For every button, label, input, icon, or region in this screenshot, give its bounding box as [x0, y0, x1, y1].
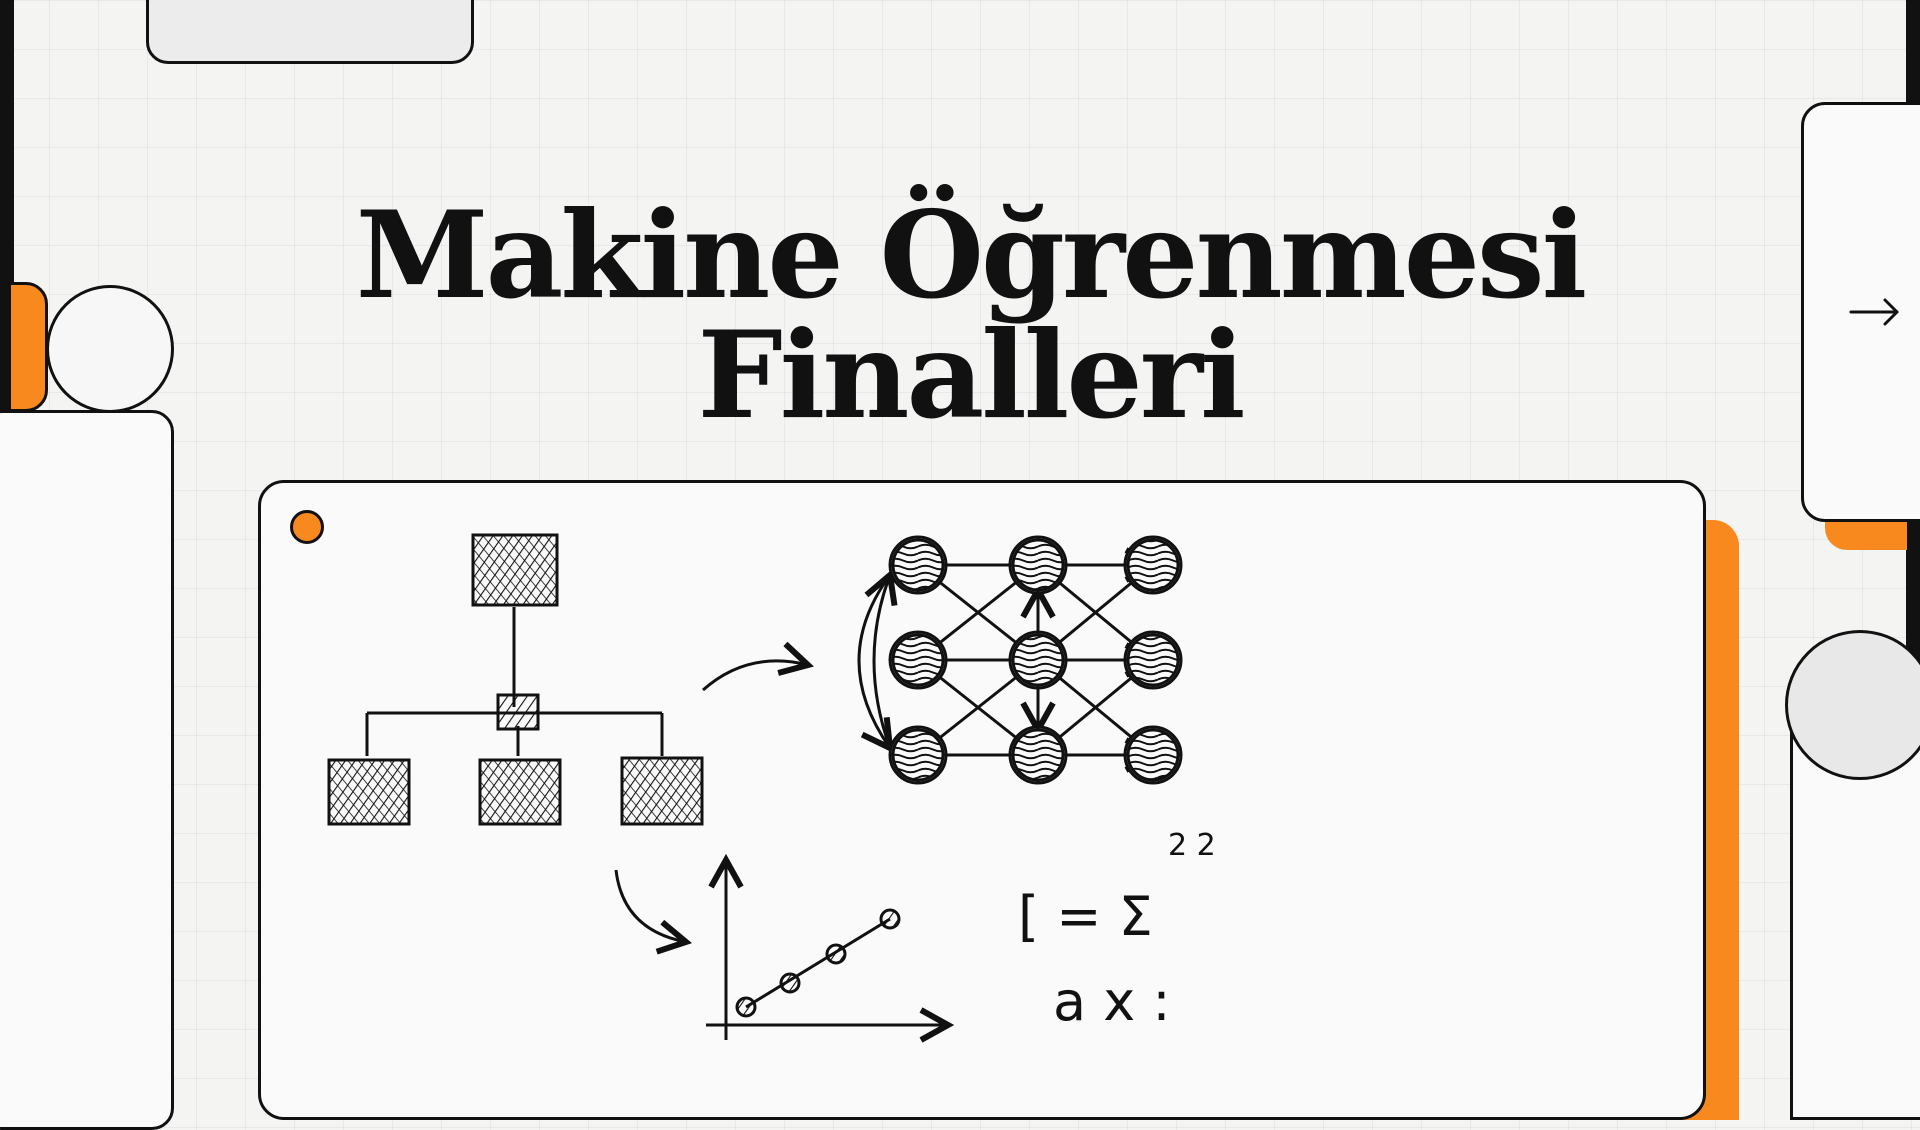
formula-sketch: [ = Σ 2 2 a x :: [1018, 828, 1216, 1033]
top-decorative-card: [146, 0, 474, 64]
ml-sketch-illustration: [ = Σ 2 2 a x :: [327, 533, 1216, 1080]
left-decorative-circle: [46, 285, 174, 413]
slide-title: Makine Öğrenmesi Finalleri: [355, 185, 1587, 446]
formula-superscript: 2 2: [1168, 828, 1216, 863]
neural-network-sketch: [857, 535, 1183, 785]
linear-regression-sketch: [706, 860, 948, 1040]
left-orange-tab: [8, 282, 48, 412]
decision-tree-sketch: [327, 533, 704, 826]
arrow-right-icon[interactable]: [1845, 282, 1905, 342]
right-decorative-circle: [1785, 630, 1920, 780]
card-orange-dot: [290, 510, 324, 544]
formula-line-1: [ = Σ: [1018, 885, 1153, 948]
left-decorative-panel: [0, 410, 174, 1130]
formula-line-2: a x :: [1053, 970, 1171, 1033]
